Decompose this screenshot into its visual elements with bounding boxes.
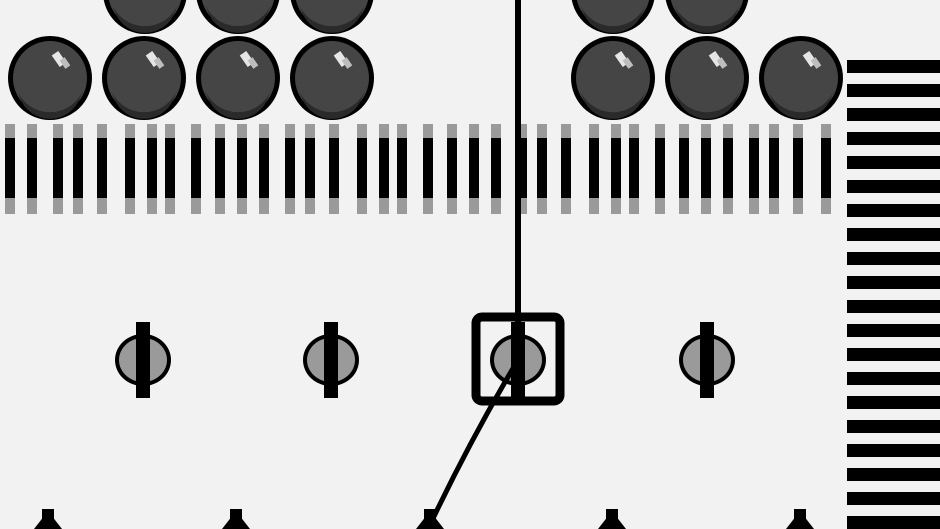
selection-cursor[interactable] — [471, 312, 565, 406]
wall-stripe — [847, 276, 940, 289]
wall-stripe — [847, 252, 940, 265]
fence-post — [397, 124, 407, 214]
boulder — [196, 36, 280, 120]
fence-post — [215, 124, 225, 214]
fence-post — [73, 124, 83, 214]
fence-post — [723, 124, 733, 214]
wall-stripe — [847, 84, 940, 97]
wall-stripe — [847, 324, 940, 337]
fence-post — [491, 124, 501, 214]
fence-post — [97, 124, 107, 214]
wall-stripe — [847, 108, 940, 121]
boulder — [759, 36, 843, 120]
wall-stripe — [847, 228, 940, 241]
fence-post — [589, 124, 599, 214]
fence-post — [701, 124, 711, 214]
boulder — [571, 36, 655, 120]
fence-post — [357, 124, 367, 214]
wall-stripe — [847, 300, 940, 313]
fence-post — [191, 124, 201, 214]
fence-post — [27, 124, 37, 214]
fence-post — [629, 124, 639, 214]
striped-wall — [845, 60, 940, 529]
wall-stripe — [847, 516, 940, 529]
fence-post — [561, 124, 571, 214]
wall-stripe — [847, 444, 940, 457]
boulder — [8, 36, 92, 120]
wall-stripe — [847, 468, 940, 481]
fence-post — [821, 124, 831, 214]
fence-post — [469, 124, 479, 214]
fence-post — [237, 124, 247, 214]
fence-post — [793, 124, 803, 214]
fence-post — [679, 124, 689, 214]
spike-fence — [5, 124, 831, 214]
boulder — [102, 36, 186, 120]
wall-stripe — [847, 396, 940, 409]
boulder — [290, 36, 374, 120]
wall-stripe — [847, 492, 940, 505]
wall-stripe — [847, 372, 940, 385]
fence-post — [329, 124, 339, 214]
wall-stripe — [847, 348, 940, 361]
rope-line — [425, 0, 521, 529]
fence-post — [749, 124, 759, 214]
fence-post — [147, 124, 157, 214]
fence-post — [53, 124, 63, 214]
wall-stripe — [847, 204, 940, 217]
wall-stripe — [847, 180, 940, 193]
fence-post — [423, 124, 433, 214]
fence-post — [655, 124, 665, 214]
fence-post — [125, 124, 135, 214]
fence-post — [165, 124, 175, 214]
wall-stripe — [847, 60, 940, 73]
wall-stripe — [847, 156, 940, 169]
wall-stripe — [847, 420, 940, 433]
fence-post — [259, 124, 269, 214]
wall-stripe — [847, 132, 940, 145]
boulder — [665, 36, 749, 120]
fence-post — [305, 124, 315, 214]
fence-post — [769, 124, 779, 214]
fence-post — [379, 124, 389, 214]
fence-post — [5, 124, 15, 214]
fence-post — [517, 124, 527, 214]
fence-post — [611, 124, 621, 214]
fence-post — [537, 124, 547, 214]
fence-post — [447, 124, 457, 214]
fence-post — [285, 124, 295, 214]
